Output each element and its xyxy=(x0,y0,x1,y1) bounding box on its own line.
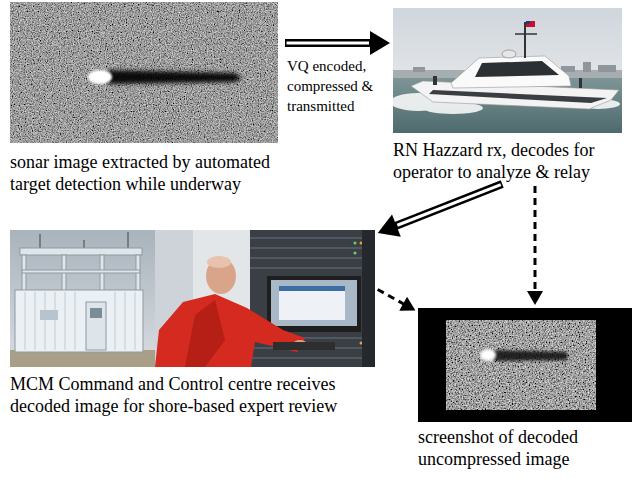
boat-part xyxy=(475,61,559,77)
edge-label: VQ encoded, compressed & transmitted xyxy=(285,56,387,116)
arrow-head xyxy=(527,291,543,305)
operator-part xyxy=(155,294,305,367)
monitor-part xyxy=(271,280,357,326)
container-body-part-part xyxy=(135,292,136,350)
caption-text: RN Hazzard rx, decodes for operator to a… xyxy=(393,139,625,183)
container-body-part xyxy=(15,290,143,352)
arrow-shaft xyxy=(534,186,537,292)
image-panel: MCM Command and Control centre receives … xyxy=(10,230,375,417)
boat-part xyxy=(502,50,516,58)
operator-photo xyxy=(155,230,375,367)
container-body-part-part xyxy=(35,292,36,350)
container-photo xyxy=(10,230,155,367)
target-echo-core xyxy=(95,73,109,81)
server-rack xyxy=(250,230,375,367)
screen-frame xyxy=(418,308,632,422)
image-panel: sonar image extracted by automated targe… xyxy=(10,2,282,195)
boat-part xyxy=(524,22,526,58)
image-panel: screenshot of decoded uncompressed image xyxy=(418,308,632,470)
container-body-part xyxy=(86,302,106,350)
server-rack-part-part xyxy=(354,242,357,245)
server-rack-part-part xyxy=(354,252,357,255)
arrow-head xyxy=(370,31,390,55)
arrow-shaft xyxy=(395,184,502,226)
caption-text: MCM Command and Control centre receives … xyxy=(10,373,375,417)
antennas xyxy=(40,232,128,250)
container-body-part-part xyxy=(75,292,76,350)
roof-frame xyxy=(20,248,142,292)
boat-part xyxy=(429,90,607,103)
arrow-shaft-inner xyxy=(397,185,500,226)
server-rack-part-part xyxy=(250,258,375,259)
boat-part xyxy=(515,33,537,35)
container-body-part-part xyxy=(125,292,126,350)
boat-part xyxy=(526,21,535,27)
roof-frame-part xyxy=(20,248,142,255)
acoustic-shadow xyxy=(108,70,242,84)
ground xyxy=(10,350,155,367)
shore-buildings-part xyxy=(413,67,425,72)
arrow-head xyxy=(378,214,401,236)
shore-buildings-part xyxy=(598,65,616,72)
decoded-screenshot xyxy=(418,308,632,422)
boat-part xyxy=(579,78,582,88)
container-body-part-part xyxy=(65,292,66,350)
sonar-noise xyxy=(10,2,278,143)
sky xyxy=(10,230,155,367)
container-body-part xyxy=(40,310,58,320)
boat-part xyxy=(526,21,530,24)
container-body xyxy=(15,290,143,352)
target-echo xyxy=(480,349,496,361)
container-body-part-part xyxy=(45,292,46,350)
boat-photo xyxy=(393,8,622,133)
dashed-arrow xyxy=(378,289,416,310)
acoustic-shadow xyxy=(494,350,568,361)
antennas-part xyxy=(127,232,128,250)
operator xyxy=(155,256,307,367)
roof-frame-part xyxy=(22,270,140,273)
container-body-part-part xyxy=(55,292,56,350)
decoded-noise xyxy=(446,320,596,410)
keyboard xyxy=(273,342,335,350)
sonar-image xyxy=(10,2,278,143)
room-wall xyxy=(155,230,375,367)
dashed-arrow xyxy=(527,186,543,305)
caption-text: sonar image extracted by automated targe… xyxy=(10,151,282,195)
monitor-part xyxy=(279,286,345,291)
server-rack-part-part xyxy=(250,358,375,359)
container-body-part xyxy=(25,292,135,350)
monitor-part xyxy=(279,286,345,320)
server-rack-part-part xyxy=(250,238,375,239)
operator-part xyxy=(185,300,225,367)
monitor xyxy=(267,276,361,332)
server-rack-part-part xyxy=(250,248,375,249)
shore-buildings-part xyxy=(583,62,591,72)
container-body-part-part xyxy=(115,292,116,350)
double-arrow xyxy=(285,31,390,55)
boat xyxy=(411,21,619,109)
server-rack-part xyxy=(362,230,375,367)
arrow-head xyxy=(399,297,415,311)
image-panel: RN Hazzard rx, decodes for operator to a… xyxy=(393,8,625,183)
server-rack-part-part xyxy=(250,268,375,269)
target-echo-core xyxy=(485,352,493,358)
server-rack-part xyxy=(250,230,375,367)
operator-part xyxy=(207,256,231,268)
double-arrow xyxy=(378,184,502,237)
sky xyxy=(393,8,622,80)
boat-part xyxy=(433,76,437,85)
arrow-shaft-inner xyxy=(287,42,370,45)
arrow-shaft xyxy=(378,289,404,304)
container-body-part xyxy=(90,308,102,318)
caption-text: screenshot of decoded uncompressed image xyxy=(418,426,632,470)
monitor-part xyxy=(267,276,361,332)
container-body-part-part xyxy=(25,292,26,350)
boat-part xyxy=(451,56,571,88)
target-echo xyxy=(88,70,112,84)
arrow-shaft xyxy=(285,39,371,47)
